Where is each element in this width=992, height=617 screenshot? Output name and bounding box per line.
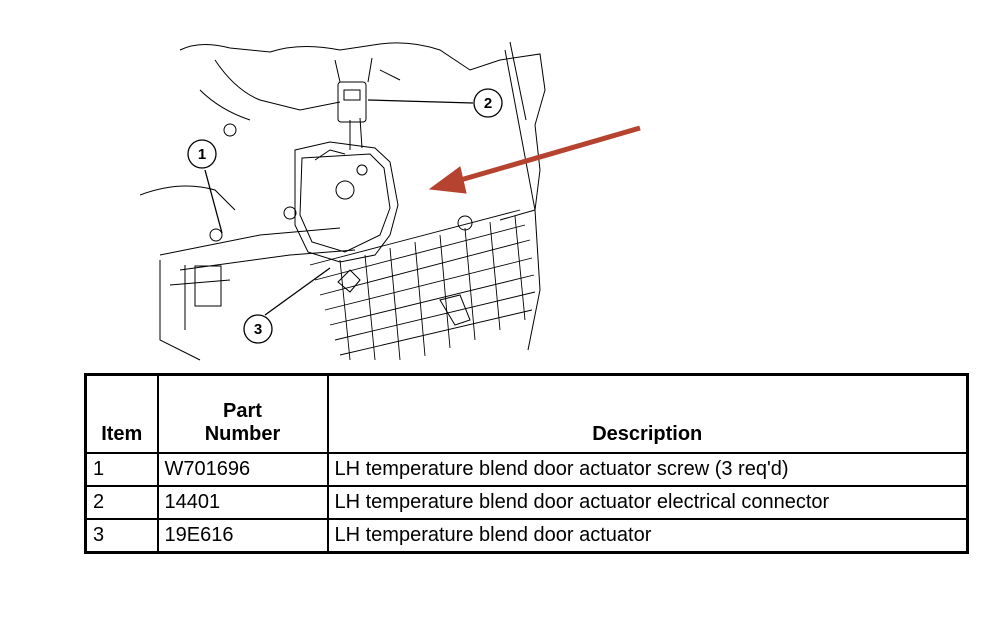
screw-2	[223, 123, 237, 137]
table-row: 2 14401 LH temperature blend door actuat…	[84, 484, 969, 520]
row-description: LH temperature blend door actuator elect…	[326, 484, 969, 520]
connector-body	[337, 81, 367, 123]
row-description: LH temperature blend door actuator	[326, 517, 969, 553]
row-item: 1	[84, 451, 159, 487]
table-row: 1 W701696 LH temperature blend door actu…	[84, 451, 969, 487]
row-description: LH temperature blend door actuator screw…	[326, 451, 969, 487]
callout-1	[187, 139, 223, 234]
row-item: 3	[84, 517, 159, 553]
header-part-line2: Number	[204, 422, 281, 445]
callout-label-2: 2	[484, 95, 492, 112]
callout-label-3: 3	[254, 321, 262, 338]
header-part-line1: Part	[223, 399, 262, 422]
callout-label-1: 1	[198, 146, 206, 163]
row-item: 2	[84, 484, 159, 520]
row-part-number: 14401	[156, 484, 329, 520]
red-arrow-icon	[428, 125, 641, 194]
actuator-plate	[294, 141, 399, 263]
housing-top-outline	[179, 42, 546, 221]
callout-2	[367, 88, 503, 118]
row-part-number: 19E616	[156, 517, 329, 553]
header-item: Item	[84, 373, 159, 454]
header-description: Description	[326, 373, 969, 454]
row-part-number: W701696	[156, 451, 329, 487]
screw-1	[209, 228, 223, 242]
left-bracket	[194, 265, 222, 307]
screw-3	[283, 206, 297, 220]
callout-3	[243, 267, 331, 344]
housing-right-wall	[504, 49, 541, 351]
actuator-diagram: 1 2 3	[140, 41, 641, 361]
table-row: 3 19E616 LH temperature blend door actua…	[84, 517, 969, 553]
grille	[309, 209, 536, 361]
